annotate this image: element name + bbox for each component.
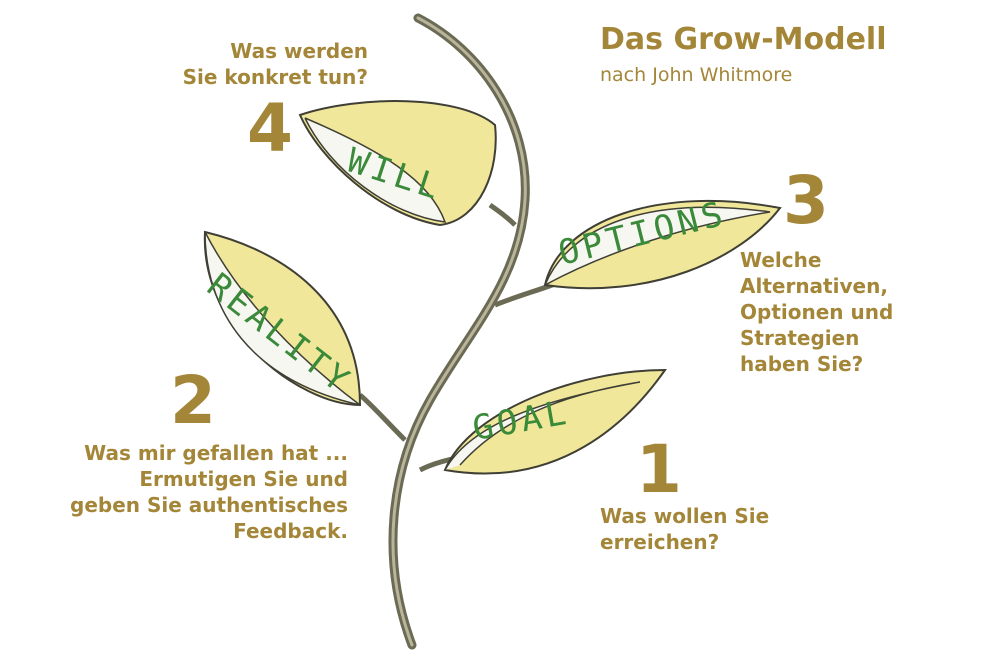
page-subtitle: nach John Whitmore	[600, 64, 793, 86]
branch-will	[488, 202, 517, 227]
step-4-number: 4	[247, 90, 293, 167]
step-4-question: Was werden Sie konkret tun?	[182, 39, 368, 89]
step-3-number: 3	[783, 162, 829, 239]
step-2-number: 2	[170, 362, 216, 439]
page-title: Das Grow-Modell	[600, 22, 887, 57]
step-3-question: Welche Alternativen, Optionen und Strate…	[740, 248, 894, 376]
leaf-will	[298, 100, 497, 227]
step-2-question: Was mir gefallen hat ... Ermutigen Sie u…	[70, 441, 348, 543]
step-1-question: Was wollen Sie erreichen?	[600, 504, 770, 554]
step-1-number: 1	[636, 431, 682, 508]
branch-reality	[358, 393, 407, 442]
leaf-reality	[203, 230, 362, 407]
leaf-options	[543, 199, 782, 290]
leaf-goal	[443, 368, 667, 475]
